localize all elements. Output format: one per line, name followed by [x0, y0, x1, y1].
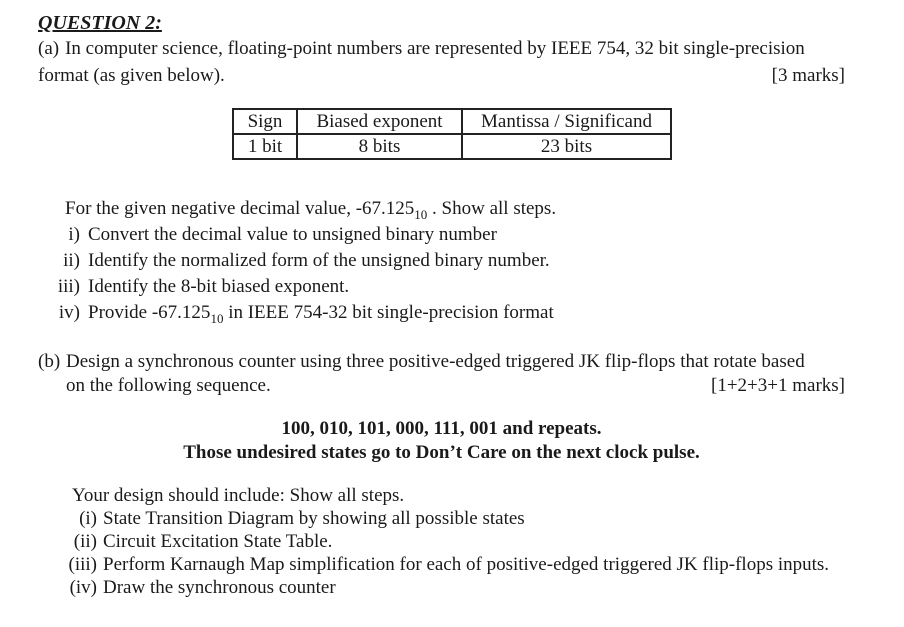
sequence-line: 100, 010, 101, 000, 111, 001 and repeats…: [281, 418, 602, 439]
item-text: Convert the decimal value to unsigned bi…: [88, 224, 497, 245]
list-item: (iii)Perform Karnaugh Map simplification…: [62, 553, 830, 576]
part-a-intro: For the given negative decimal value, -6…: [65, 196, 556, 222]
part-a-label: (a): [38, 38, 60, 59]
item-text-pre: Provide -67.125: [88, 302, 211, 323]
ieee754-format-table: Sign Biased exponent Mantissa / Signific…: [232, 108, 672, 160]
item-text: Draw the synchronous counter: [103, 577, 336, 598]
table-cell-exponent-bits: 8 bits: [296, 133, 463, 160]
part-a-intro-subscript: 10: [414, 206, 428, 222]
item-text: Identify the normalized form of the unsi…: [88, 250, 550, 271]
item-subscript: 10: [210, 310, 224, 326]
item-number: i): [68, 224, 80, 245]
part-b-line1: (b)Design a synchronous counter using th…: [38, 349, 805, 375]
list-item: (iv) Draw the synchronous counter: [62, 576, 829, 599]
item-text: Circuit Excitation State Table.: [103, 531, 333, 552]
table-header-biased-exponent: Biased exponent: [296, 108, 463, 135]
item-number: (iv): [69, 577, 97, 598]
list-item: (ii) Circuit Excitation State Table.: [62, 530, 829, 553]
item-text: Identify the 8-bit biased exponent.: [88, 276, 350, 297]
table-cell-mantissa-bits: 23 bits: [461, 133, 672, 160]
dont-care-note: Those undesired states go to Don’t Care …: [183, 442, 700, 463]
part-a-marks: [3 marks]: [771, 65, 845, 86]
item-number: ii): [63, 250, 80, 271]
part-b-item-list: (i) State Transition Diagram by showing a…: [62, 507, 830, 599]
part-b-line1-text: Design a synchronous counter using three…: [66, 351, 805, 372]
list-item: ii) Identify the normalized form of the u…: [54, 248, 554, 274]
table-cell-sign-bits: 1 bit: [232, 133, 298, 160]
list-item: i) Convert the decimal value to unsigned …: [54, 222, 554, 248]
list-item: iii) Identify the 8-bit biased exponent.: [54, 274, 554, 300]
part-a-intro-pre: For the given negative decimal value, -6…: [65, 198, 415, 219]
item-text-post: in IEEE 754-32 bit single-precision form…: [223, 302, 554, 323]
table-row: 1 bit 8 bits 23 bits: [232, 133, 672, 160]
item-text: Perform Karnaugh Map simplification for …: [103, 554, 830, 575]
item-text: State Transition Diagram by showing all …: [103, 508, 525, 529]
part-a-line1: (a)In computer science, floating-point n…: [38, 36, 805, 62]
list-item: iv) Provide -67.12510 in IEEE 754-32 bit …: [54, 300, 554, 326]
item-number: (i): [79, 508, 97, 529]
item-number: (ii): [73, 531, 97, 552]
part-b-marks: [1+2+3+1 marks]: [711, 375, 845, 396]
part-a-line2: format (as given below).: [38, 65, 225, 86]
list-item: (i) State Transition Diagram by showing a…: [62, 507, 829, 530]
table-header-sign: Sign: [232, 108, 298, 135]
part-b-line2: on the following sequence.: [66, 375, 271, 396]
item-number: iii): [57, 276, 80, 297]
item-number: iv): [58, 302, 80, 323]
design-intro: Your design should include: Show all ste…: [72, 485, 405, 506]
table-header-mantissa: Mantissa / Significand: [461, 108, 672, 135]
question-title: QUESTION 2:: [38, 12, 162, 34]
part-a-intro-post: . Show all steps.: [427, 198, 557, 219]
part-b-label: (b): [38, 351, 61, 372]
part-a-item-list: i) Convert the decimal value to unsigned …: [54, 222, 554, 326]
item-number: (iii): [68, 554, 98, 575]
part-a-line1-text: In computer science, floating-point numb…: [65, 38, 805, 59]
table-header-row: Sign Biased exponent Mantissa / Signific…: [232, 108, 672, 135]
